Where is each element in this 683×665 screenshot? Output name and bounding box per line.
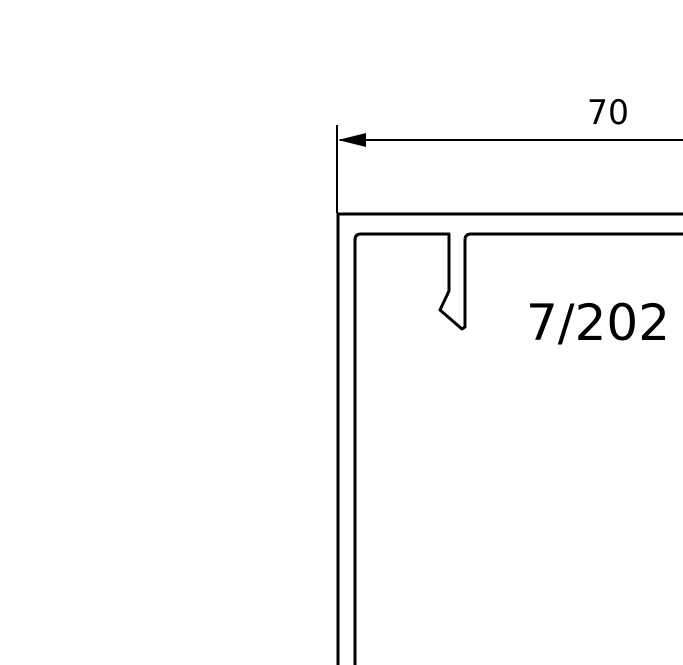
profile-outline [336, 212, 683, 665]
dimension-line-group: 70 [336, 93, 683, 213]
dimension-label: 70 [587, 93, 629, 133]
dimension-arrowhead-left [338, 133, 366, 147]
part-number-label: 7/202 [526, 294, 670, 352]
profile-outer-edge [336, 212, 683, 665]
profile-inner-edge-left [353, 232, 683, 665]
